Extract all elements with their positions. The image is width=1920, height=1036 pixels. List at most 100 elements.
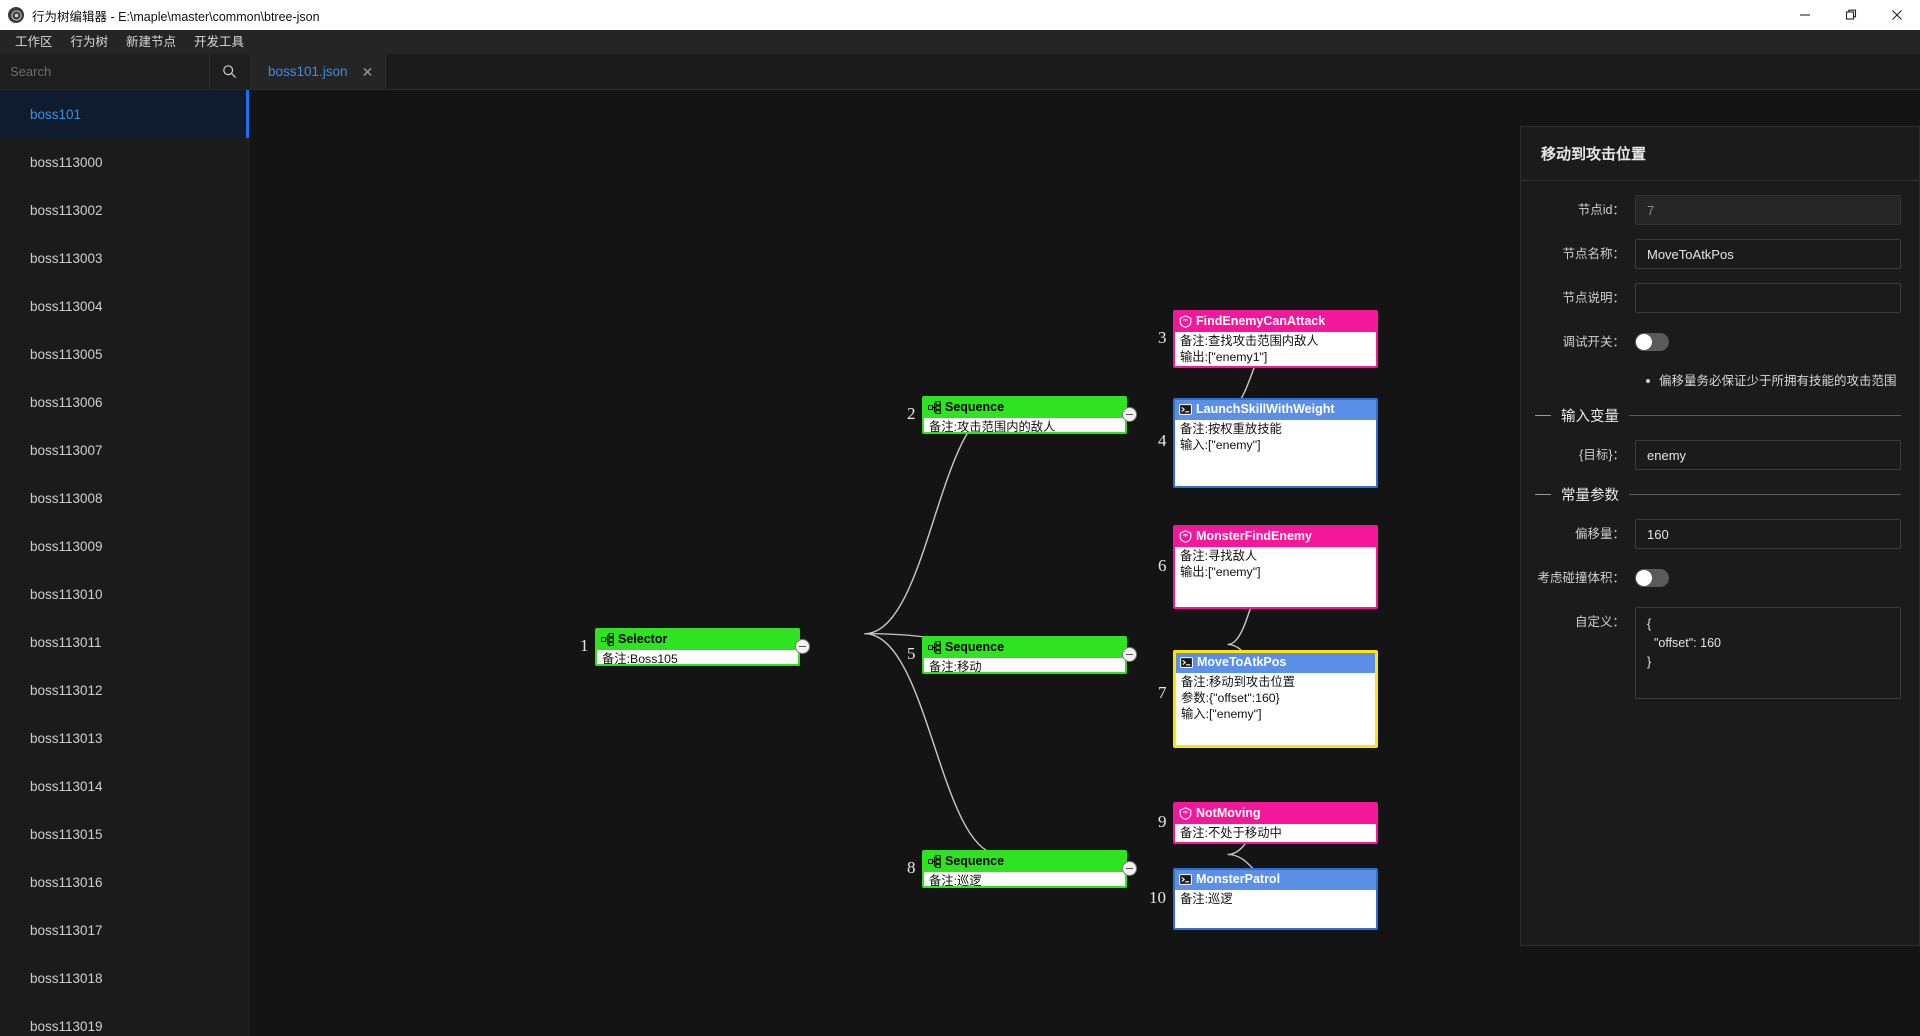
sidebar-item-boss113005[interactable]: boss113005 xyxy=(0,330,249,378)
sidebar-item-boss113003[interactable]: boss113003 xyxy=(0,234,249,282)
node-title: Sequence xyxy=(945,400,1005,414)
collapse-toggle-icon[interactable] xyxy=(1122,647,1137,662)
node-body: 备注:按权重放技能输入:["enemy"] xyxy=(1175,420,1376,456)
maximize-button[interactable] xyxy=(1828,0,1874,30)
collapse-toggle-icon[interactable] xyxy=(795,639,810,654)
node-detail-row: 备注:攻击范围内的敌人 xyxy=(929,419,1056,434)
sidebar-item-label: boss113017 xyxy=(30,922,103,938)
node-header: MoveToAtkPos xyxy=(1176,653,1375,673)
editor-area: boss101.json ✕ xyxy=(250,54,1920,1036)
action-console-icon xyxy=(1179,873,1192,886)
menu-item-dev-tools[interactable]: 开发工具 xyxy=(194,34,245,49)
sidebar-item-label: boss113019 xyxy=(30,1018,103,1034)
hint-list: 偏移量务必保证少于所拥有技能的攻击范围 xyxy=(1645,371,1901,391)
main-body: boss101boss113000boss113002boss113003bos… xyxy=(0,54,1920,1036)
sidebar-item-boss113000[interactable]: boss113000 xyxy=(0,138,249,186)
sidebar-item-boss113014[interactable]: boss113014 xyxy=(0,762,249,810)
sidebar-item-boss113016[interactable]: boss113016 xyxy=(0,858,249,906)
sidebar-item-boss113010[interactable]: boss113010 xyxy=(0,570,249,618)
field-label: 节点说明： xyxy=(1562,291,1625,305)
action-console-icon xyxy=(1180,656,1193,669)
node-index-label: 1 xyxy=(580,636,589,655)
sidebar-item-boss113013[interactable]: boss113013 xyxy=(0,714,249,762)
field-row: 节点名称： xyxy=(1527,239,1901,269)
node-detail-row: 备注:查找攻击范围内敌人 xyxy=(1180,333,1319,348)
debug-switch-toggle[interactable] xyxy=(1635,333,1669,351)
node-detail-row: 备注:巡逻 xyxy=(929,873,982,888)
field-label: 节点id： xyxy=(1577,203,1625,217)
tab-close-icon[interactable]: ✕ xyxy=(361,63,374,80)
tree-node-LaunchSkillWithWeight[interactable]: LaunchSkillWithWeight 备注:按权重放技能输入:["enemy… xyxy=(1173,398,1378,488)
section-title: 常量参数 xyxy=(1561,488,1619,504)
tab-boss101-json[interactable]: boss101.json ✕ xyxy=(250,54,389,89)
section-header[interactable]: 输入变量 xyxy=(1527,405,1901,426)
sidebar-item-boss113004[interactable]: boss113004 xyxy=(0,282,249,330)
minimize-button[interactable] xyxy=(1782,0,1828,30)
collision-toggle[interactable] xyxy=(1635,569,1669,587)
node-detail-row: 备注:不处于移动中 xyxy=(1180,825,1282,840)
sidebar-item-label: boss113012 xyxy=(30,682,103,698)
sidebar-item-boss113017[interactable]: boss113017 xyxy=(0,906,249,954)
search-button[interactable] xyxy=(209,54,249,89)
sidebar-item-boss113009[interactable]: boss113009 xyxy=(0,522,249,570)
menu-item-new-node[interactable]: 新建节点 xyxy=(126,34,177,49)
sidebar-item-boss113002[interactable]: boss113002 xyxy=(0,186,249,234)
node-title: FindEnemyCanAttack xyxy=(1196,314,1326,328)
sidebar-item-label: boss113010 xyxy=(30,586,103,602)
node-name-field[interactable] xyxy=(1635,239,1901,269)
field-row: 自定义： xyxy=(1527,607,1901,704)
node-detail-row: 输出:["enemy1"] xyxy=(1180,349,1268,364)
input-target-field[interactable] xyxy=(1635,440,1901,470)
sidebar-item-boss101[interactable]: boss101 xyxy=(0,90,249,138)
custom-json-textarea[interactable] xyxy=(1635,607,1901,699)
sidebar-item-boss113018[interactable]: boss113018 xyxy=(0,954,249,1002)
tree-node-Sequence[interactable]: Sequence 备注:攻击范围内的敌人 xyxy=(922,396,1127,434)
close-button[interactable] xyxy=(1874,0,1920,30)
node-desc-field[interactable] xyxy=(1635,283,1901,313)
node-title: LaunchSkillWithWeight xyxy=(1196,402,1335,416)
node-title: Selector xyxy=(618,632,668,646)
node-header: FindEnemyCanAttack xyxy=(1175,312,1376,332)
node-detail-row: 备注:移动 xyxy=(929,659,982,674)
sidebar-item-boss113012[interactable]: boss113012 xyxy=(0,666,249,714)
tree-node-FindEnemyCanAttack[interactable]: FindEnemyCanAttack 备注:查找攻击范围内敌人输出:["enemy… xyxy=(1173,310,1378,368)
node-title: Sequence xyxy=(945,640,1005,654)
collapse-toggle-icon[interactable] xyxy=(1122,407,1137,422)
node-id-field[interactable] xyxy=(1635,195,1901,225)
section-rule xyxy=(1629,415,1901,416)
tree-node-Sequence[interactable]: Sequence 备注:移动 xyxy=(922,636,1127,674)
section-header[interactable]: 常量参数 xyxy=(1527,484,1901,505)
sidebar-item-boss113015[interactable]: boss113015 xyxy=(0,810,249,858)
sidebar-item-boss113019[interactable]: boss113019 xyxy=(0,1002,249,1036)
node-index-label: 4 xyxy=(1158,431,1167,450)
node-header: MonsterFindEnemy xyxy=(1175,527,1376,547)
field-row: 节点说明： xyxy=(1527,283,1901,313)
sidebar-item-boss113007[interactable]: boss113007 xyxy=(0,426,249,474)
field-label: 偏移量： xyxy=(1574,527,1625,541)
offset-field[interactable] xyxy=(1635,519,1901,549)
section-rule xyxy=(1629,494,1901,495)
node-title: Sequence xyxy=(945,854,1005,868)
collapse-toggle-icon[interactable] xyxy=(1122,861,1137,876)
search-input[interactable] xyxy=(0,54,209,89)
sidebar-item-boss113011[interactable]: boss113011 xyxy=(0,618,249,666)
sidebar-item-boss113008[interactable]: boss113008 xyxy=(0,474,249,522)
sidebar-item-label: boss113015 xyxy=(30,826,103,842)
node-header: Sequence xyxy=(924,638,1125,658)
menu-item-behavior-tree[interactable]: 行为树 xyxy=(70,34,109,49)
collapse-dash-icon xyxy=(1535,494,1551,495)
menu-item-workspace[interactable]: 工作区 xyxy=(15,34,53,49)
action-console-icon xyxy=(1179,403,1192,416)
field-row: 调试开关： xyxy=(1527,327,1901,357)
sidebar-item-boss113006[interactable]: boss113006 xyxy=(0,378,249,426)
node-title: MoveToAtkPos xyxy=(1197,655,1287,669)
tree-node-Sequence[interactable]: Sequence 备注:巡逻 xyxy=(922,850,1127,888)
sidebar-item-label: boss113014 xyxy=(30,778,103,794)
